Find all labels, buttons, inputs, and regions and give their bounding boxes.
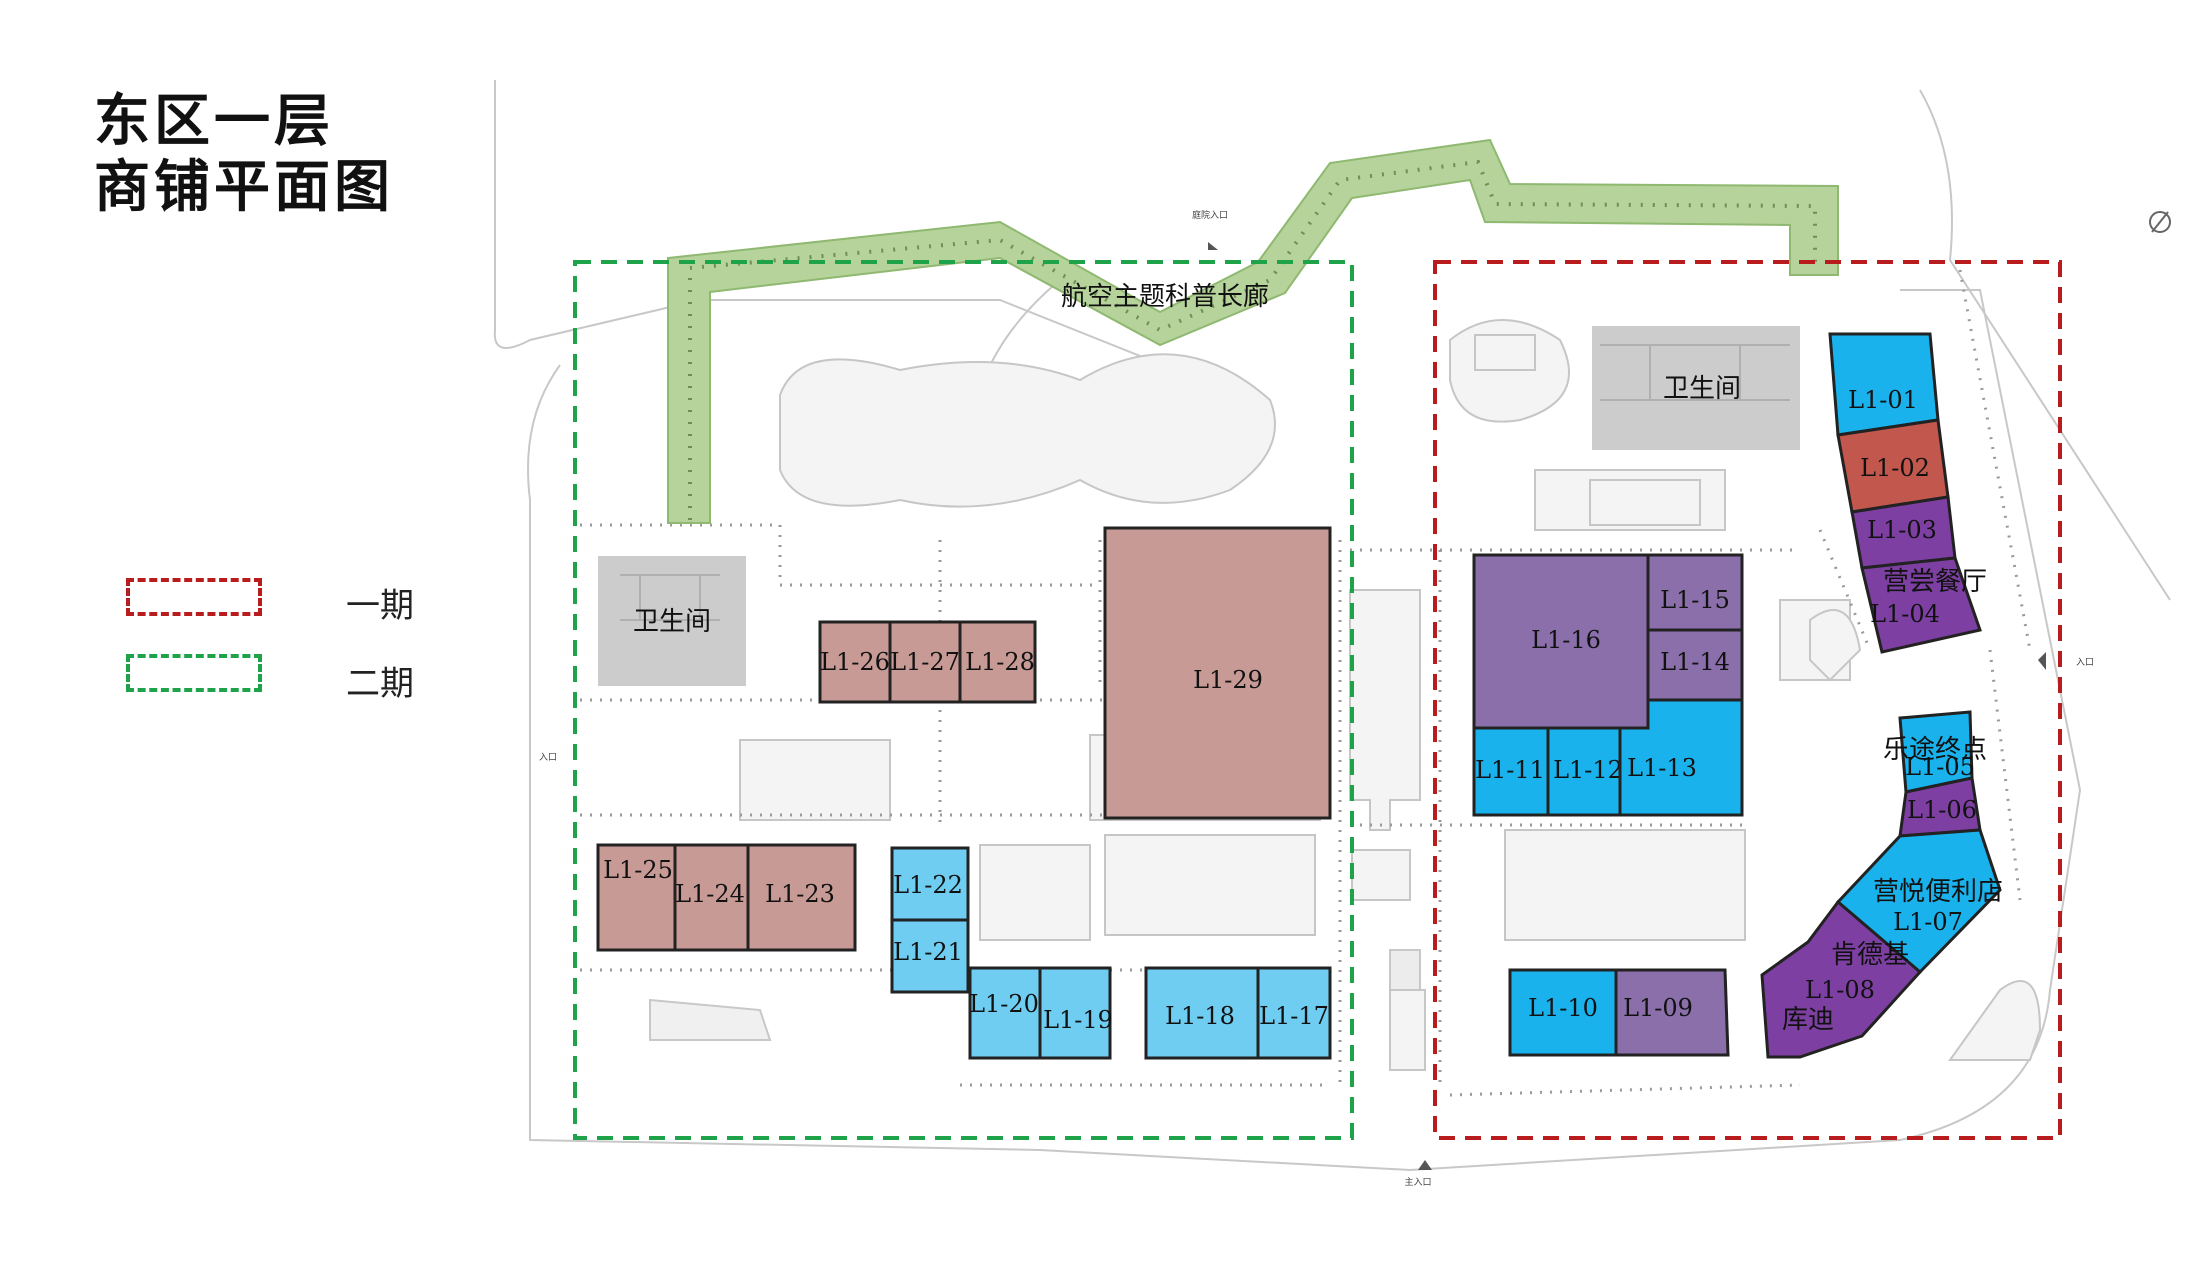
shop-id-label: L1-10 bbox=[1528, 994, 1598, 1022]
legend-swatch-phase1 bbox=[126, 578, 262, 616]
shop-unit-l1-29[interactable] bbox=[1103, 526, 1332, 820]
shop-id-label: L1-01 bbox=[1848, 386, 1918, 414]
shop-id-label: L1-22 bbox=[893, 871, 963, 899]
shop-unit-l1-16[interactable] bbox=[1472, 553, 1650, 730]
shop-id-label: L1-18 bbox=[1165, 1002, 1235, 1030]
east-entrance-arrow-icon bbox=[2038, 652, 2046, 670]
map-title-line2: 商铺平面图 bbox=[94, 154, 394, 220]
shop-id-label: L1-06 bbox=[1907, 796, 1977, 824]
shop-id-label: L1-02 bbox=[1860, 454, 1930, 482]
shop-id-label: L1-08 bbox=[1805, 976, 1875, 1004]
aviation-corridor bbox=[667, 138, 1839, 524]
corridor-label: 航空主题科普长廊 bbox=[1061, 282, 1269, 312]
north-entrance-label: 庭院入口 bbox=[1192, 209, 1228, 221]
shop-brand-label: 肯德基 bbox=[1831, 940, 1909, 970]
shop-id-label: L1-21 bbox=[893, 938, 963, 966]
shop-id-label: L1-25 bbox=[603, 856, 673, 884]
shop-id-label: L1-05 bbox=[1905, 753, 1975, 781]
restroom-lines bbox=[620, 344, 1790, 621]
shop-units: L1-01L1-02L1-03L1-04营尝餐厅L1-05乐途终点L1-06L1… bbox=[596, 332, 2003, 1060]
shop-id-label: L1-04 bbox=[1870, 600, 1940, 628]
shop-unit-l1-20[interactable] bbox=[968, 966, 1042, 1060]
north-entrance-arrow-icon bbox=[1208, 242, 1218, 250]
phase1-boundary bbox=[1433, 260, 2062, 1140]
legend-label-phase1: 一期 bbox=[346, 586, 414, 626]
shop-id-label: L1-15 bbox=[1660, 586, 1730, 614]
east-entrance-label: 入口 bbox=[2076, 657, 2094, 668]
shop-unit-l1-08[interactable] bbox=[1760, 899, 1923, 1059]
restroom-east bbox=[1592, 326, 1800, 450]
shop-unit-l1-22[interactable] bbox=[890, 846, 970, 922]
shop-id-label: L1-27 bbox=[890, 648, 960, 676]
shop-unit-l1-10[interactable] bbox=[1508, 968, 1618, 1057]
shop-id-label: L1-12 bbox=[1553, 756, 1623, 784]
shop-unit-l1-18[interactable] bbox=[1144, 966, 1260, 1060]
map-title-line1: 东区一层 bbox=[94, 88, 334, 154]
shop-brand-label: 乐途终点 bbox=[1883, 735, 1987, 765]
shop-id-label: L1-17 bbox=[1259, 1002, 1329, 1030]
shop-id-label: L1-11 bbox=[1475, 756, 1545, 784]
shop-brand-label: 营尝餐厅 bbox=[1883, 567, 1987, 597]
shop-id-label: L1-23 bbox=[765, 880, 835, 908]
shop-id-label: L1-19 bbox=[1043, 1006, 1113, 1034]
shop-brand-label: 营悦便利店 bbox=[1873, 877, 2003, 907]
restroom-west-label: 卫生间 bbox=[633, 607, 711, 637]
shop-id-label: L1-20 bbox=[969, 990, 1039, 1018]
shop-id-label: L1-07 bbox=[1893, 908, 1963, 936]
legend-label-phase2: 二期 bbox=[346, 664, 414, 704]
phase2-boundary bbox=[573, 260, 1354, 1140]
restroom-east-label: 卫生间 bbox=[1663, 374, 1741, 404]
main-entrance-arrow-icon bbox=[1418, 1160, 1432, 1170]
shop-id-label: L1-14 bbox=[1660, 648, 1730, 676]
north-arrow-icon bbox=[2149, 211, 2171, 233]
shop-id-label: L1-28 bbox=[965, 648, 1035, 676]
shop-unit-l1-25[interactable] bbox=[596, 843, 677, 952]
shop-id-label: L1-16 bbox=[1531, 626, 1601, 654]
shop-id-label: L1-29 bbox=[1193, 666, 1263, 694]
shop-id-label: L1-03 bbox=[1867, 516, 1937, 544]
shop-id-label: L1-13 bbox=[1627, 754, 1697, 782]
shop-id-label: L1-09 bbox=[1623, 994, 1693, 1022]
shop-id-label: L1-24 bbox=[675, 880, 745, 908]
shop-unit-l1-01[interactable] bbox=[1828, 332, 1940, 437]
shop-id-label: L1-26 bbox=[820, 648, 890, 676]
legend-swatch-phase2 bbox=[126, 654, 262, 692]
west-entrance-label: 入口 bbox=[539, 752, 557, 763]
shop-brand-label: 库迪 bbox=[1782, 1005, 1834, 1035]
main-entrance-label: 主入口 bbox=[1404, 1176, 1431, 1188]
shop-unit-l1-04[interactable] bbox=[1860, 556, 1982, 654]
shop-unit-l1-28[interactable] bbox=[958, 620, 1037, 704]
